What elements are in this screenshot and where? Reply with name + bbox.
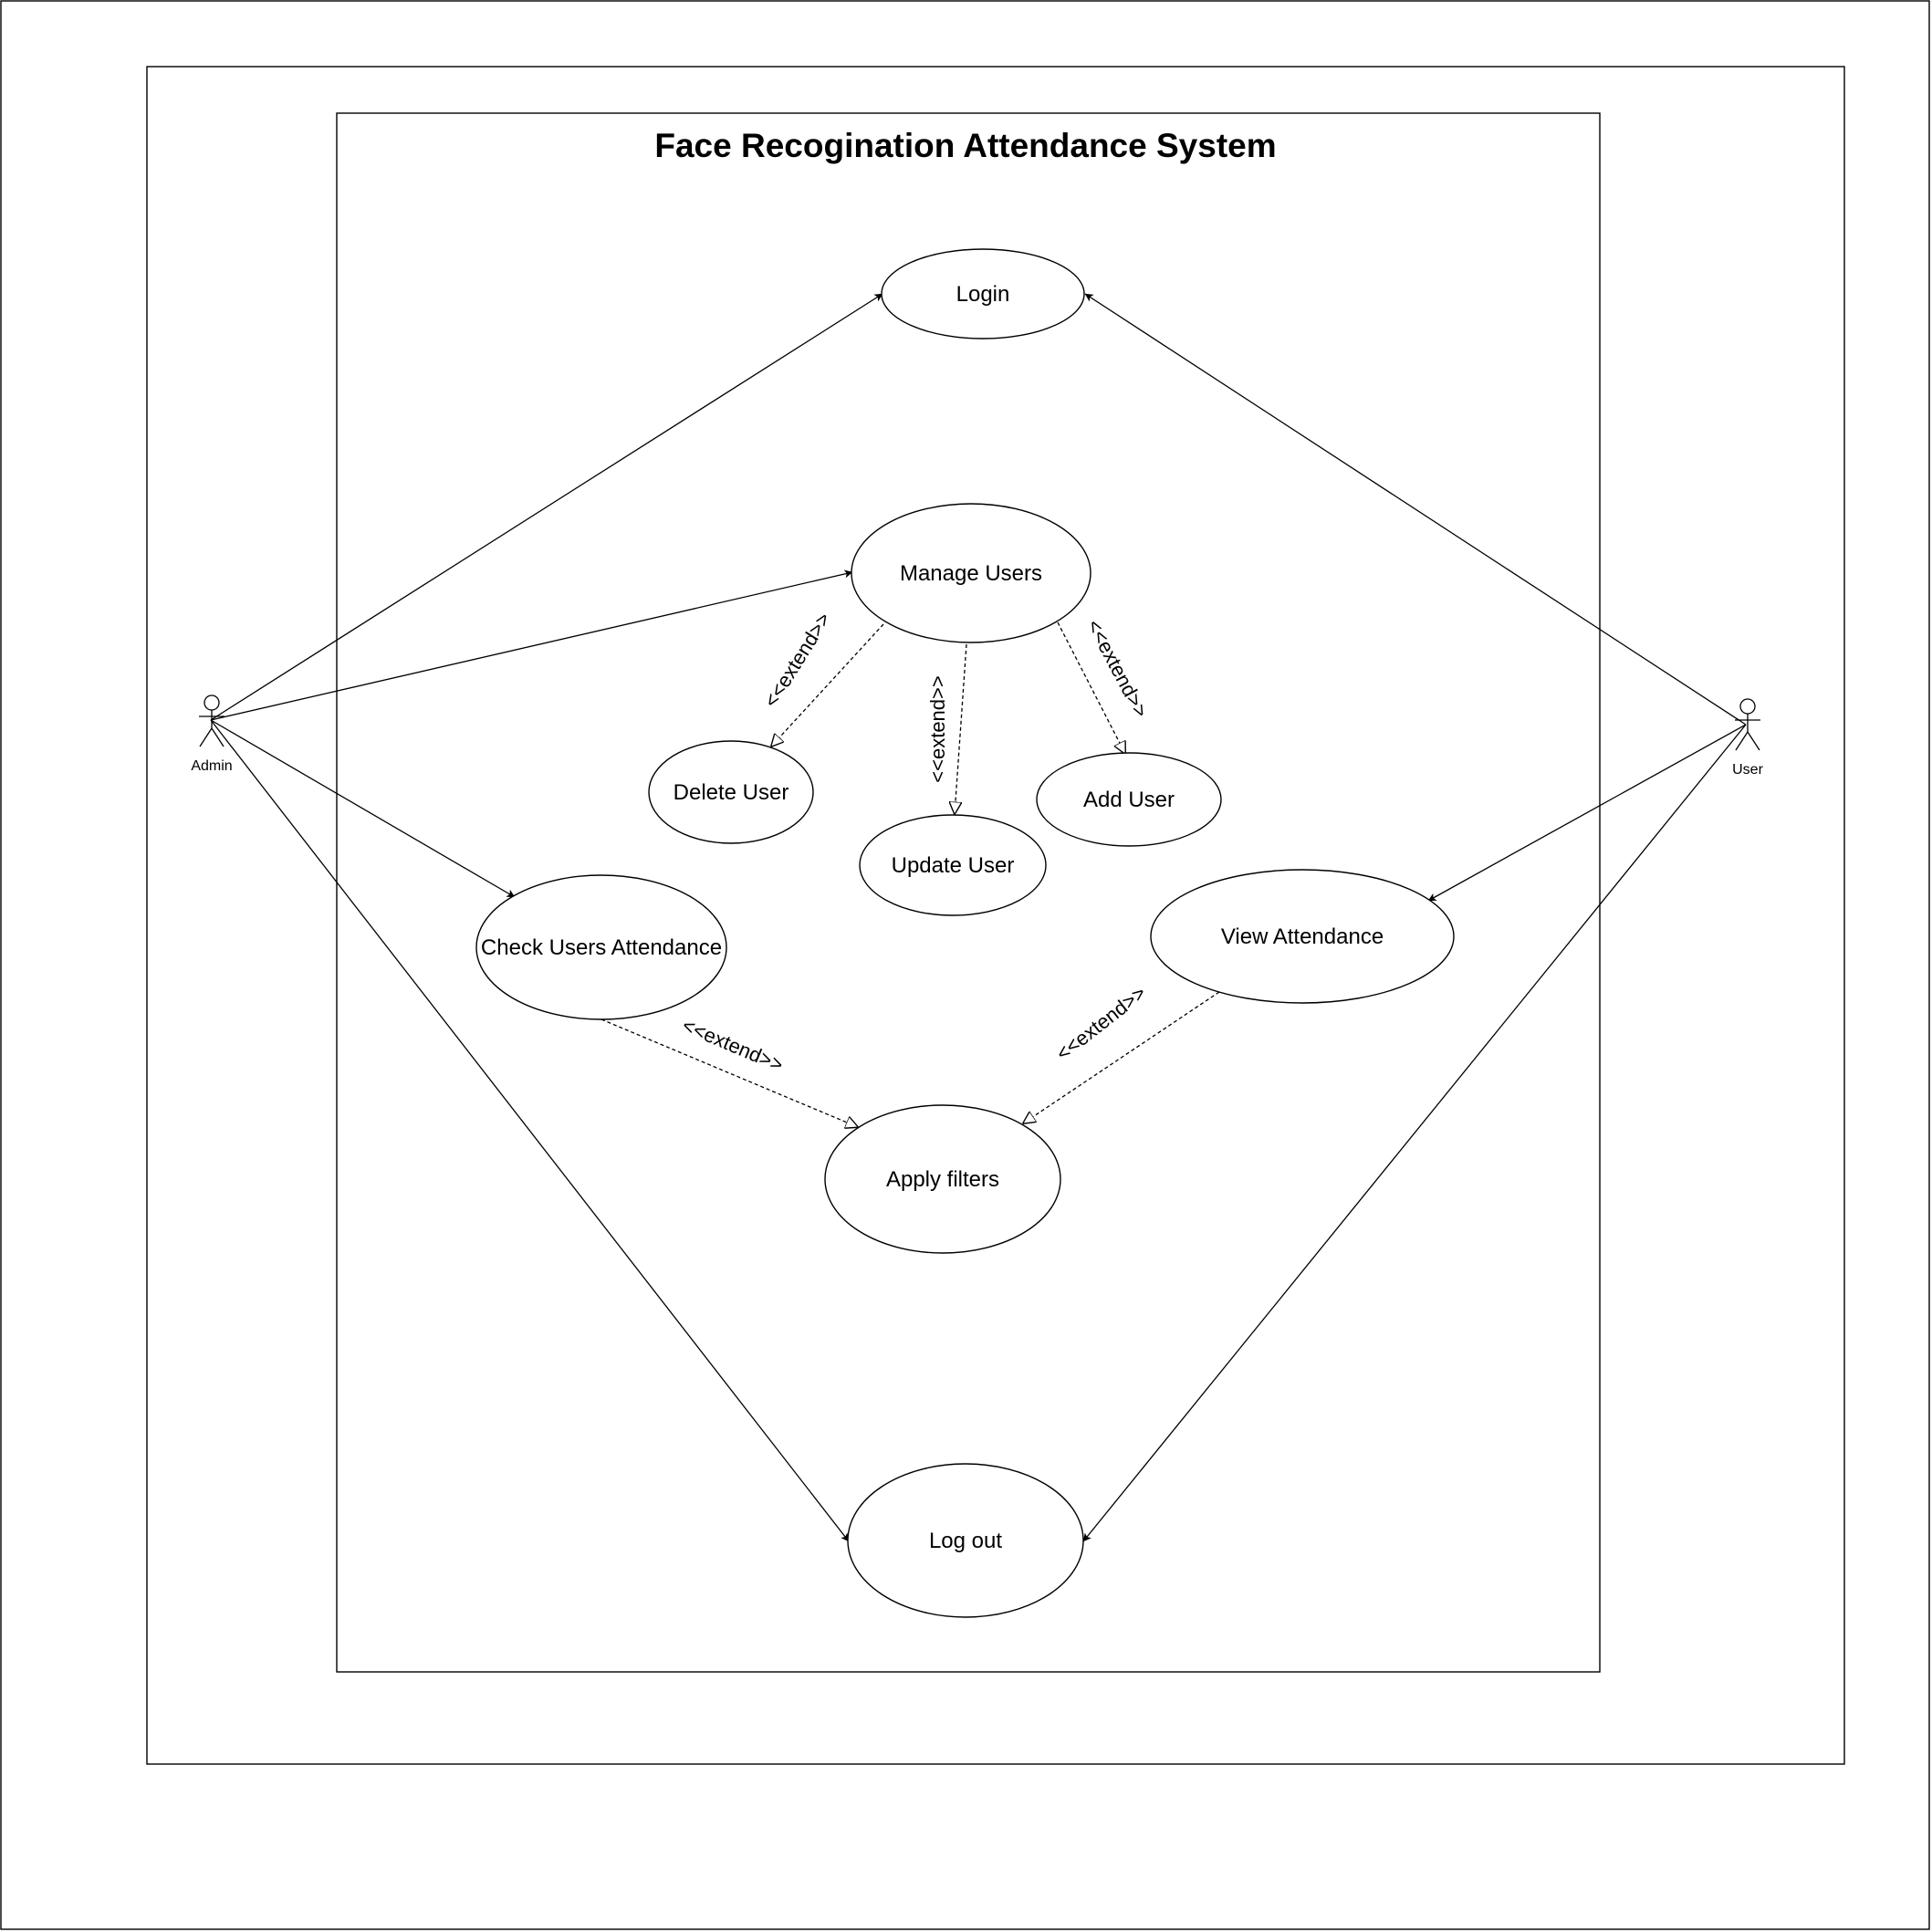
use-case-update-user[interactable]: Update User <box>859 814 1047 916</box>
associations <box>210 293 1747 1542</box>
extend-manage-users-add-user <box>1057 621 1125 754</box>
use-case-login[interactable]: Login <box>881 248 1085 339</box>
outer-frame <box>146 66 1845 1765</box>
association-admin-check-users-attendance <box>210 719 516 898</box>
system-boundary <box>336 112 1601 1673</box>
use-case-add-user[interactable]: Add User <box>1036 752 1222 847</box>
extend-label-check-attendance: <<extend>> <box>679 1014 787 1077</box>
extend-view-attendance-apply-filters <box>1023 991 1220 1123</box>
extend-manage-users-update-user <box>955 643 967 814</box>
use-case-delete-user[interactable]: Delete User <box>648 740 814 844</box>
association-user-login <box>1084 293 1747 726</box>
extend-manage-users-delete-user <box>771 623 884 747</box>
use-case-label: Add User <box>1083 788 1175 812</box>
association-user-view-attendance <box>1427 724 1747 902</box>
use-case-label: Log out <box>929 1529 1002 1553</box>
association-admin-log-out <box>210 719 850 1542</box>
use-case-view-attendance[interactable]: View Attendance <box>1150 869 1455 1004</box>
extend-label-add-user: <<extend>> <box>1082 616 1153 721</box>
extend-label-delete-user: <<extend>> <box>759 609 835 712</box>
extend-label-view-attendance: <<extend>> <box>1051 981 1150 1065</box>
stick-figure-icon <box>1735 698 1760 751</box>
extend-label-update-user: <<extend>> <box>926 675 949 782</box>
association-admin-manage-users <box>210 569 853 721</box>
association-admin-login <box>210 293 883 721</box>
use-case-log-out[interactable]: Log out <box>847 1463 1084 1618</box>
use-case-label: Login <box>956 282 1010 307</box>
actor-user[interactable]: User <box>1732 698 1764 778</box>
actor-label: Admin <box>191 758 232 774</box>
extend-relationships <box>600 621 1220 1127</box>
use-case-manage-users[interactable]: Manage Users <box>851 503 1091 643</box>
actor-label: User <box>1732 762 1763 778</box>
use-case-label: View Attendance <box>1221 924 1384 949</box>
use-case-label: Apply filters <box>886 1167 999 1192</box>
use-case-label: Update User <box>892 853 1015 878</box>
use-case-label: Manage Users <box>900 561 1042 586</box>
actor-admin[interactable]: Admin <box>191 694 233 774</box>
diagram-title: Face Recogination Attendance System <box>654 127 1276 164</box>
association-user-log-out <box>1082 724 1747 1542</box>
extend-check-attendance-apply-filters <box>600 1018 858 1127</box>
stick-figure-icon <box>199 694 225 747</box>
use-case-label: Delete User <box>674 780 789 805</box>
use-case-apply-filters[interactable]: Apply filters <box>824 1104 1061 1254</box>
use-case-check-users-attendance[interactable]: Check Users Attendance <box>475 874 727 1020</box>
use-case-label: Check Users Attendance <box>481 935 722 960</box>
